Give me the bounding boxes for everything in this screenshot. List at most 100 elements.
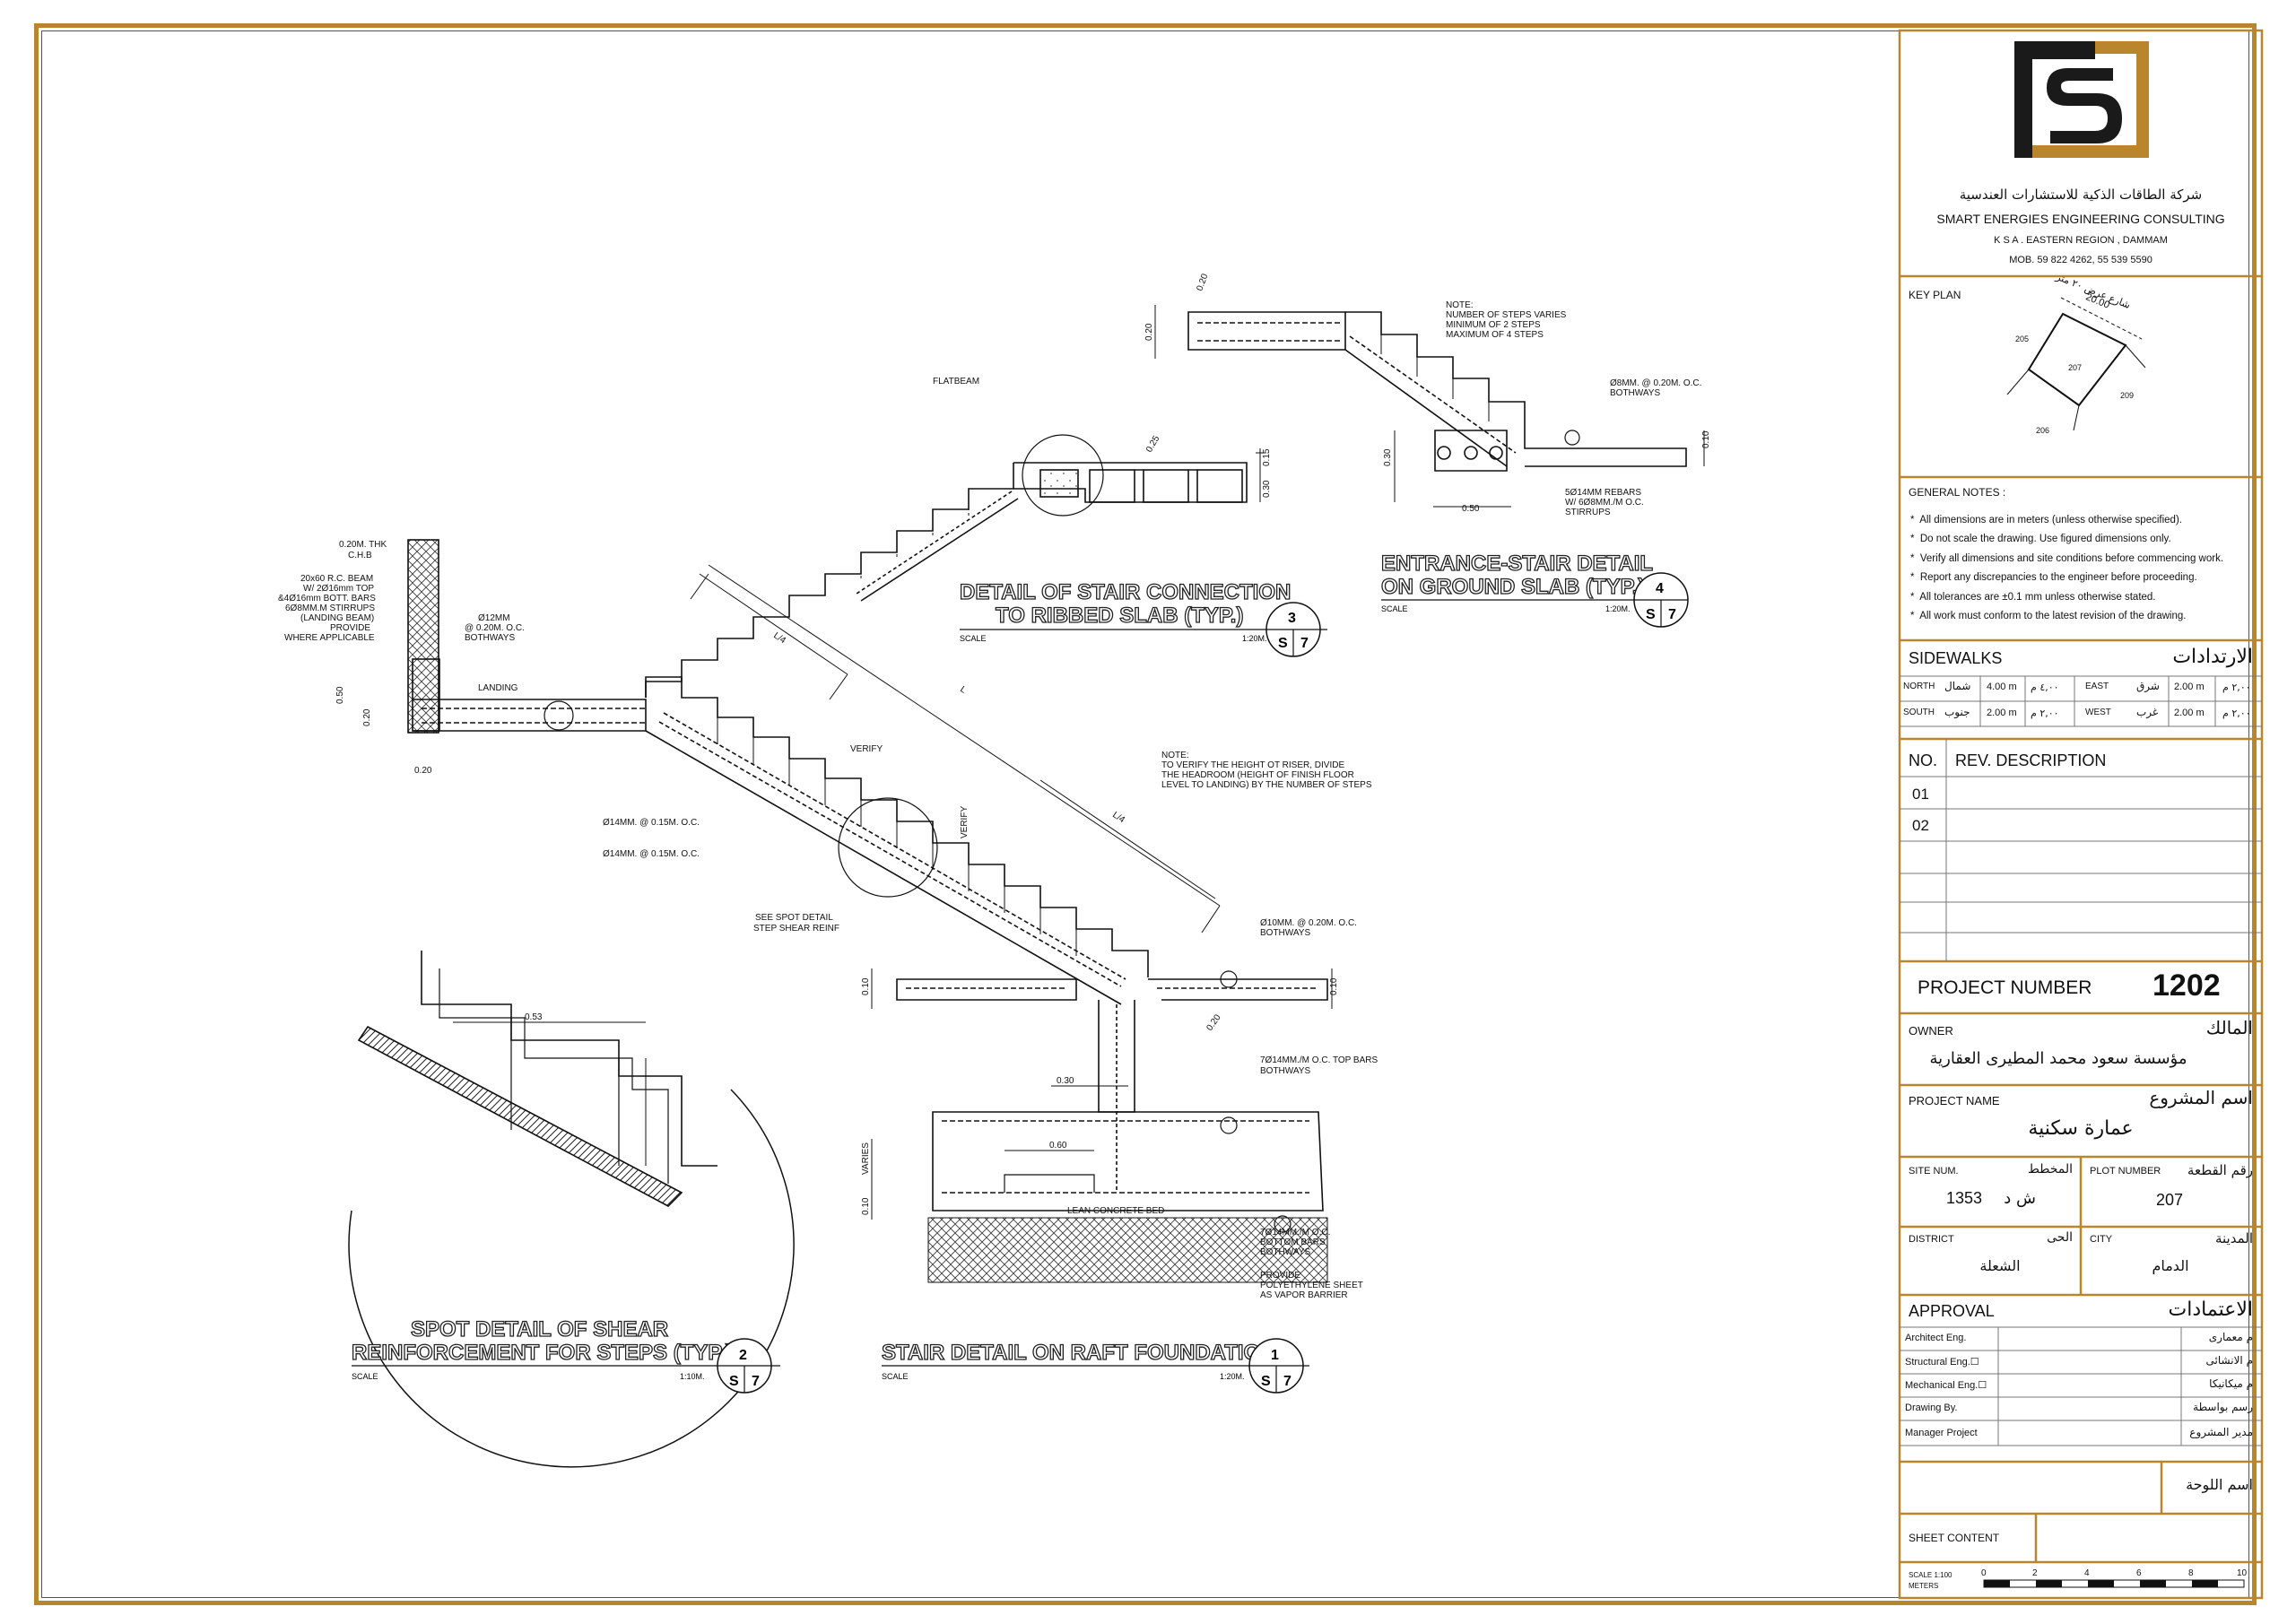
detail-4-drawing (1154, 305, 1705, 508)
d4-sheet-num: 7 (1668, 607, 1676, 622)
key-plan-plot-206: 206 (2036, 426, 2050, 435)
sheet-content-label: SHEET CONTENT (1909, 1532, 2000, 1544)
d1-sheet-num: 7 (1283, 1374, 1292, 1389)
dim-020d: 0.20 (1195, 273, 1210, 292)
d2-sheet: S (729, 1374, 739, 1389)
label-lean: LEAN CONCRETE BED (1067, 1206, 1164, 1216)
label-bar12b: @ 0.20M. O.C. (465, 623, 525, 633)
note-a3: THE HEADROOM (HEIGHT OF FINISH FLOOR (1161, 770, 1354, 780)
plot-number: 207 (2156, 1191, 2184, 1209)
project-name-label-ar: اسم المشروع (2149, 1087, 2253, 1108)
dim-025: 0.25 (1144, 434, 1161, 455)
key-plan-drawing (2006, 297, 2146, 431)
sidewalk-north: NORTH (1903, 682, 1935, 691)
note-a4: LEVEL TO LANDING) BY THE NUMBER OF STEPS (1161, 780, 1372, 790)
dim-053: 0.53 (525, 1012, 543, 1022)
dim-015: 0.15 (1262, 448, 1272, 466)
detail-3-drawing (645, 434, 1265, 698)
label-poly1: PROVIDE (1260, 1271, 1300, 1281)
label-rebar5b: W/ 6Ø8MM./M O.C. (1565, 498, 1644, 508)
note-text: Report any discrepancies to the engineer… (1919, 572, 2197, 584)
sidewalk-south-ar-value: ٢,٠٠ م (2031, 708, 2059, 719)
approval-manager: Manager Project (1905, 1428, 1978, 1438)
dim-010b: 0.10 (1329, 977, 1339, 995)
main-stair-drawing (407, 539, 1333, 1283)
label-chb2: C.H.B (348, 551, 372, 560)
dim-010c: 0.10 (861, 1197, 871, 1215)
approval-mechanical-ar: م ميكانيكا (2209, 1377, 2253, 1390)
label-bar14b: Ø14MM. @ 0.15M. O.C. (603, 849, 700, 859)
company-logo (2014, 41, 2149, 158)
sidewalks-title: SIDEWALKS (1909, 649, 2003, 667)
label-rebar5: 5Ø14MM REBARS (1565, 488, 1641, 498)
scale-tick-8: 8 (2188, 1568, 2194, 1578)
key-plan-plot-207: 207 (2068, 363, 2083, 372)
dim-060: 0.60 (1049, 1141, 1067, 1151)
site-num-label: SITE NUM. (1909, 1166, 1959, 1177)
note-item: * All work must conform to the latest re… (1910, 611, 2187, 622)
detail-2-drawing (348, 951, 795, 1468)
label-verify2: VERIFY (960, 806, 970, 838)
note-text: Verify all dimensions and site condition… (1919, 552, 2224, 564)
d2-num: 2 (739, 1348, 747, 1363)
sidewalk-west-ar: غرب (2136, 706, 2159, 718)
label-bot7b: BOTTOM BARS (1260, 1238, 1326, 1247)
label-bar14a: Ø14MM. @ 0.15M. O.C. (603, 818, 700, 828)
sidewalk-east-ar: شرق (2136, 680, 2160, 692)
dim-020e: 0.20 (1144, 323, 1154, 341)
d2-sheet-num: 7 (752, 1374, 760, 1389)
label-bar12: Ø12MM (478, 613, 510, 623)
owner-label: OWNER (1909, 1024, 1953, 1038)
district: الشعلة (1979, 1257, 2021, 1274)
sidewalks-title-ar: الارتدادات (2172, 646, 2253, 668)
plot-number-label-ar: رقم القطعة (2187, 1162, 2253, 1178)
note-item: * All dimensions are in meters (unless o… (1910, 515, 2182, 525)
approval-mechanical: Mechanical Eng.☐ (1905, 1380, 1987, 1391)
company-phone: MOB. 59 822 4262, 55 539 5590 (2009, 255, 2152, 265)
key-plan-plot-205: 205 (2015, 334, 2030, 343)
note-text: All work must conform to the latest revi… (1919, 611, 2187, 622)
label-bar8: Ø8MM. @ 0.20M. O.C. (1610, 378, 1701, 388)
dim-030c: 0.30 (1383, 448, 1393, 466)
note-text: Do not scale the drawing. Use figured di… (1919, 534, 2171, 545)
drawing-labels: FLATBEAM 0.20M. THK C.H.B 20x60 R.C. BEA… (278, 273, 1711, 1300)
note-item: * All tolerances are ±0.1 mm unless othe… (1910, 591, 2156, 603)
approval-manager-ar: مدير المشروع (2189, 1426, 2253, 1438)
key-plan-plot-209: 209 (2120, 391, 2135, 400)
label-bar8b: BOTHWAYS (1610, 388, 1660, 398)
note-b3: MINIMUM OF 2 STEPS (1446, 320, 1541, 330)
note-b2: NUMBER OF STEPS VARIES (1446, 310, 1567, 320)
sidewalk-east: EAST (2085, 682, 2109, 691)
project-name-label: PROJECT NAME (1909, 1094, 2000, 1107)
company-address: K S A . EASTERN REGION , DAMMAM (1994, 235, 2168, 246)
sidewalk-north-ar: شمال (1944, 680, 1971, 692)
note-a1: NOTE: (1161, 751, 1189, 760)
sidewalk-west: WEST (2085, 708, 2111, 717)
d2-title1: SPOT DETAIL OF SHEAR (411, 1317, 668, 1342)
d3-title2: TO RIBBED SLAB (TYP.) (996, 604, 1243, 628)
label-bot7c: BOTHWAYS (1260, 1247, 1310, 1257)
d3-num: 3 (1288, 611, 1296, 626)
label-bot7: 7Ø14MM./M O.C. (1260, 1228, 1330, 1238)
approval-title: APPROVAL (1909, 1302, 1995, 1320)
sidewalk-south-value: 2.00 m (1987, 708, 2017, 718)
dim-varies: VARIES (861, 1142, 871, 1175)
rev-row-01: 01 (1912, 786, 1929, 803)
company-name-ar: شركة الطاقات الذكية للاستشارات العندسية (1959, 187, 2203, 203)
label-bar10: Ø10MM. @ 0.20M. O.C. (1260, 918, 1357, 928)
general-notes-title: GENERAL NOTES : (1909, 486, 2006, 499)
label-beam: 20x60 R.C. BEAM (300, 574, 373, 584)
site-num-ar: ش د (2004, 1189, 2036, 1208)
label-landing: LANDING (478, 683, 518, 693)
title-block-fine-grid (1900, 675, 2262, 1446)
label-rebar5c: STIRRUPS (1565, 508, 1611, 517)
city-label-ar: المدينة (2214, 1230, 2253, 1246)
label-beam3: &4Ø16mm BOTT. BARS (278, 594, 376, 604)
dim-030b: 0.30 (1262, 480, 1272, 498)
label-flatbeam: FLATBEAM (933, 377, 979, 386)
approval-structural: Structural Eng.☐ (1905, 1357, 1979, 1368)
note-item: * Verify all dimensions and site conditi… (1910, 552, 2224, 564)
label-beam7: WHERE APPLICABLE (284, 633, 375, 643)
scale-units: METERS (1909, 1582, 1939, 1590)
